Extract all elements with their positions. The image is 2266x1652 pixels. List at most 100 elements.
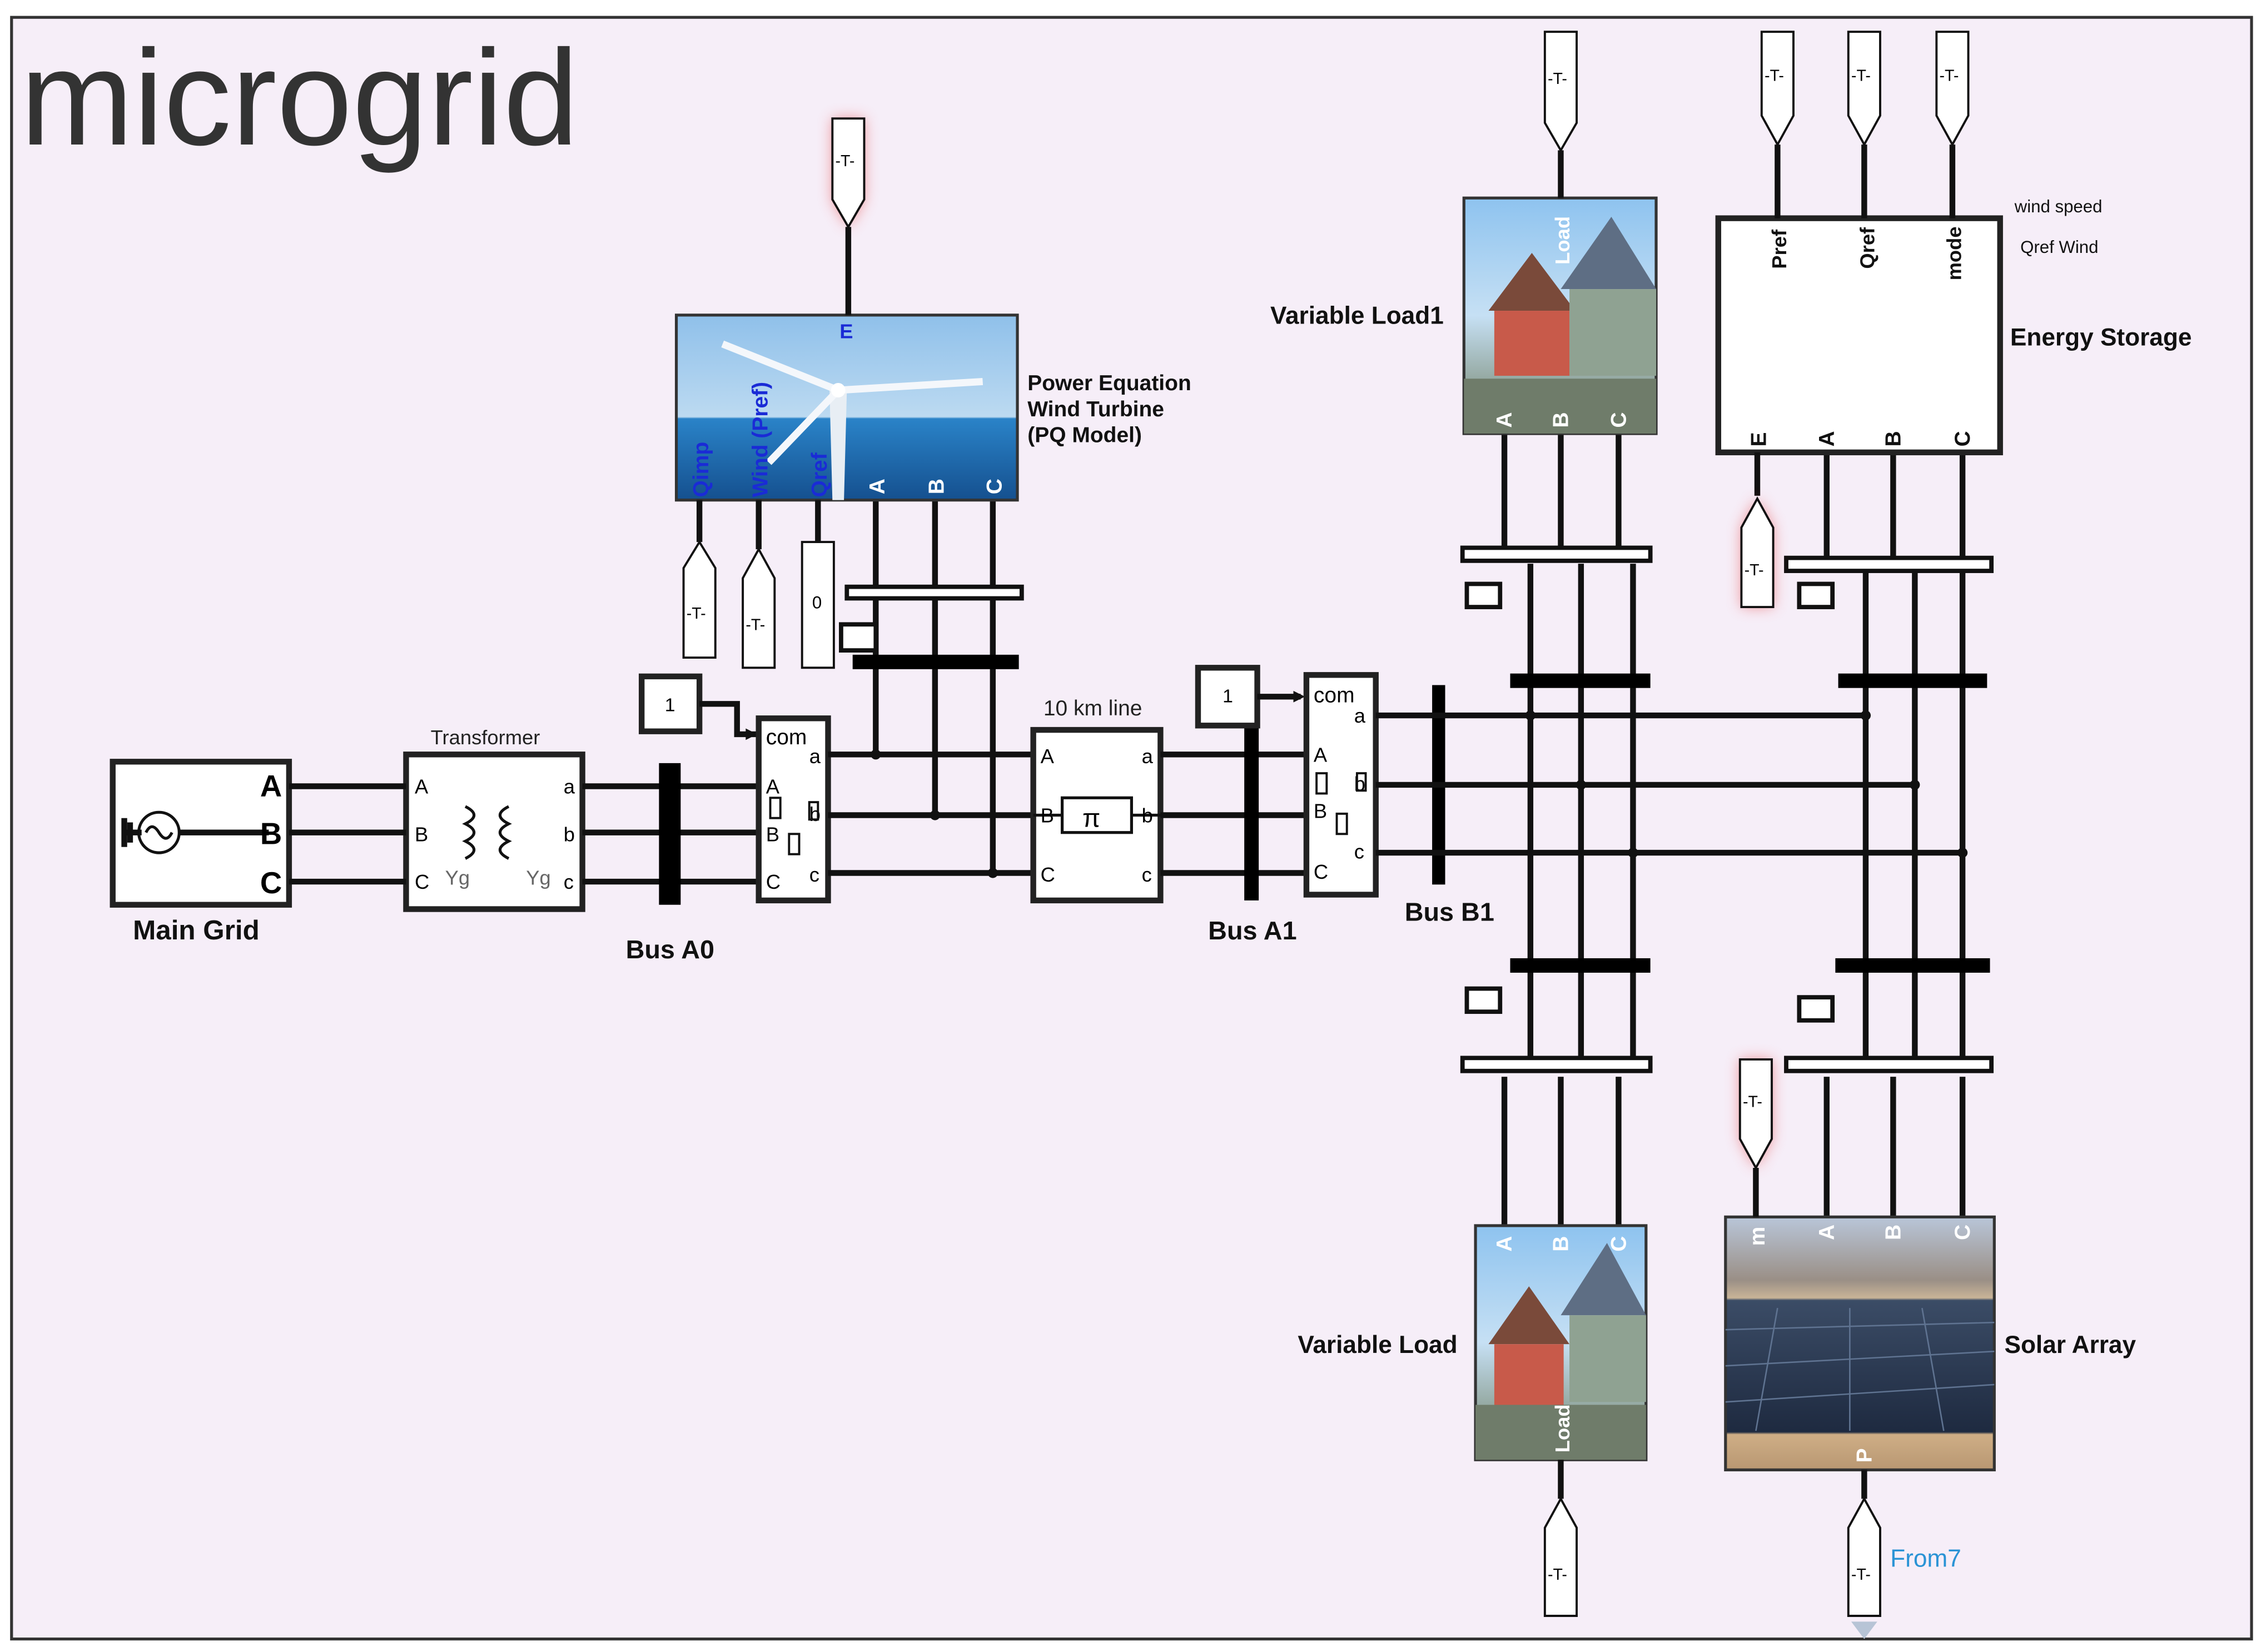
breaker-1-port-a: a <box>809 745 821 768</box>
storage-port-A: A <box>1815 431 1839 446</box>
solar-goto-m-tag: -T- <box>1743 1093 1762 1111</box>
wind-label-1: Power Equation <box>1027 371 1191 395</box>
solar-measurement-block[interactable] <box>1784 1056 1994 1073</box>
storage-from-mode-tag: -T- <box>1940 67 1959 85</box>
storage-goto-E[interactable]: -T- <box>1740 496 1775 609</box>
solar-port-A: A <box>1815 1225 1839 1240</box>
variable-load1-label: Variable Load1 <box>1270 302 1444 329</box>
load1-port-B: B <box>1549 412 1573 427</box>
breaker-1-const[interactable]: 1 <box>638 673 703 734</box>
breaker-2-switch-icon <box>1315 772 1328 795</box>
variable-load1-block[interactable]: Load A B C <box>1462 196 1658 435</box>
load2-measurement-out[interactable] <box>1464 986 1503 1014</box>
breaker-2-port-c: c <box>1354 840 1364 863</box>
load2-measurement-block[interactable] <box>1460 1056 1653 1073</box>
line-port-A: A <box>1041 745 1055 768</box>
wind-port-E: E <box>839 320 853 342</box>
storage-from-pref[interactable]: -T- <box>1760 31 1795 147</box>
storage-measurement-block[interactable] <box>1784 555 1994 573</box>
wind-measurement-block[interactable] <box>844 584 1024 601</box>
energy-storage-block[interactable]: Pref Qref mode E A B C <box>1715 215 2003 456</box>
wires-line-out <box>1160 752 1306 876</box>
storage-port-B: B <box>1881 431 1905 446</box>
wind-port-A: A <box>866 479 889 494</box>
bus-a0-bar[interactable] <box>659 763 681 905</box>
breaker-2-port-a: a <box>1354 704 1366 727</box>
solar-from-tag[interactable]: -T- <box>1847 1496 1881 1639</box>
storage-from-pref-tag: -T- <box>1765 67 1784 85</box>
wind-port-C: C <box>982 479 1006 494</box>
storage-from-mode[interactable]: -T- <box>1935 31 1970 147</box>
transformer-label: Transformer <box>431 726 540 749</box>
solar-measurement-out[interactable] <box>1797 995 1835 1023</box>
load1-from-tag-text: -T- <box>1548 70 1567 88</box>
breaker-2-const-value: 1 <box>1223 686 1233 707</box>
bus-a1-bar[interactable] <box>1244 727 1259 900</box>
line-pi-icon: π <box>1082 803 1100 832</box>
load2-port-A: A <box>1493 1236 1517 1252</box>
line-block[interactable]: π A B C a b c <box>1030 727 1164 904</box>
line-port-b: b <box>1142 804 1153 827</box>
load2-bus-bar[interactable] <box>1510 958 1651 973</box>
transformer-block[interactable]: A B C a b c Yg Yg <box>403 752 585 912</box>
wind-turbine-block[interactable]: E Qimp Wind (Pref) Qref A B C <box>674 314 1019 502</box>
load1-measurement-out[interactable] <box>1464 581 1503 609</box>
load2-port-C: C <box>1607 1236 1631 1252</box>
solar-port-m: m <box>1746 1227 1770 1246</box>
load2-name-port: Load <box>1551 1404 1574 1452</box>
breaker-2-com: com <box>1314 684 1355 708</box>
bus-b1-label: Bus B1 <box>1405 897 1494 926</box>
solar-port-P: P <box>1852 1448 1876 1462</box>
wires-storage-column <box>1823 452 1966 1217</box>
storage-port-mode: mode <box>1943 226 1966 280</box>
storage-bus-bar[interactable] <box>1838 673 1987 688</box>
wind-bus-bar[interactable] <box>852 654 1019 669</box>
load1-houses-picture <box>1464 217 1657 434</box>
load1-bus-bar[interactable] <box>1510 673 1651 688</box>
breaker-2-const[interactable]: 1 <box>1195 665 1260 729</box>
line-port-C: C <box>1041 863 1055 886</box>
transformer-port-B: B <box>415 823 428 845</box>
line-port-c: c <box>1142 863 1152 886</box>
solar-from-label: From7 <box>1890 1545 1961 1573</box>
transformer-port-c: c <box>564 870 574 893</box>
solar-port-B: B <box>1881 1225 1905 1240</box>
solar-bus-bar[interactable] <box>1835 958 1990 973</box>
load1-measurement-block[interactable] <box>1460 545 1653 563</box>
wind-from-qimp-tag: -T- <box>687 605 706 623</box>
breaker-2-port-C: C <box>1314 860 1328 883</box>
wind-from-qimp[interactable]: -T- <box>682 540 717 659</box>
load2-port-B: B <box>1549 1236 1573 1252</box>
storage-port-E: E <box>1747 432 1771 446</box>
load1-from-tag[interactable]: -T- <box>1543 31 1578 153</box>
storage-from-qref[interactable]: -T- <box>1847 31 1881 147</box>
transformer-port-A: A <box>415 775 429 798</box>
solar-goto-m[interactable]: -T- <box>1738 1058 1773 1170</box>
storage-note-qref-wind: Qref Wind <box>2020 237 2098 257</box>
main-grid-block[interactable]: A B C <box>110 759 292 908</box>
solar-array-label: Solar Array <box>2004 1331 2136 1359</box>
breaker-1-const-value: 1 <box>665 694 675 715</box>
wind-const-qref[interactable]: 0 <box>801 541 835 669</box>
breaker-1-block[interactable]: com a b c A B C <box>756 715 831 904</box>
energy-storage-label: Energy Storage <box>2010 324 2192 351</box>
wind-measurement-out[interactable] <box>839 622 878 653</box>
breaker-1-port-A: A <box>766 775 780 798</box>
variable-load-block[interactable]: A B C Load <box>1474 1224 1648 1461</box>
line-label: 10 km line <box>1043 696 1142 720</box>
wires-load-column <box>1501 434 1636 1226</box>
wind-input-wires <box>696 500 821 550</box>
storage-measurement-out[interactable] <box>1797 581 1835 609</box>
wind-from-pref[interactable]: -T- <box>742 547 776 669</box>
wind-goto-E[interactable]: -T- <box>831 117 866 230</box>
wind-from-pref-tag: -T- <box>746 616 765 634</box>
storage-port-pref: Pref <box>1768 229 1791 269</box>
storage-from-qref-tag: -T- <box>1851 67 1871 85</box>
load2-houses-picture <box>1475 1243 1646 1460</box>
solar-array-block[interactable]: m A B C P <box>1724 1215 1996 1471</box>
line-port-B: B <box>1041 804 1054 827</box>
breaker-2-block[interactable]: com a b c A B C <box>1303 672 1379 898</box>
load2-from-tag[interactable]: -T- <box>1543 1496 1578 1617</box>
load1-name-port: Load <box>1551 216 1574 265</box>
transformer-port-b: b <box>564 823 575 845</box>
